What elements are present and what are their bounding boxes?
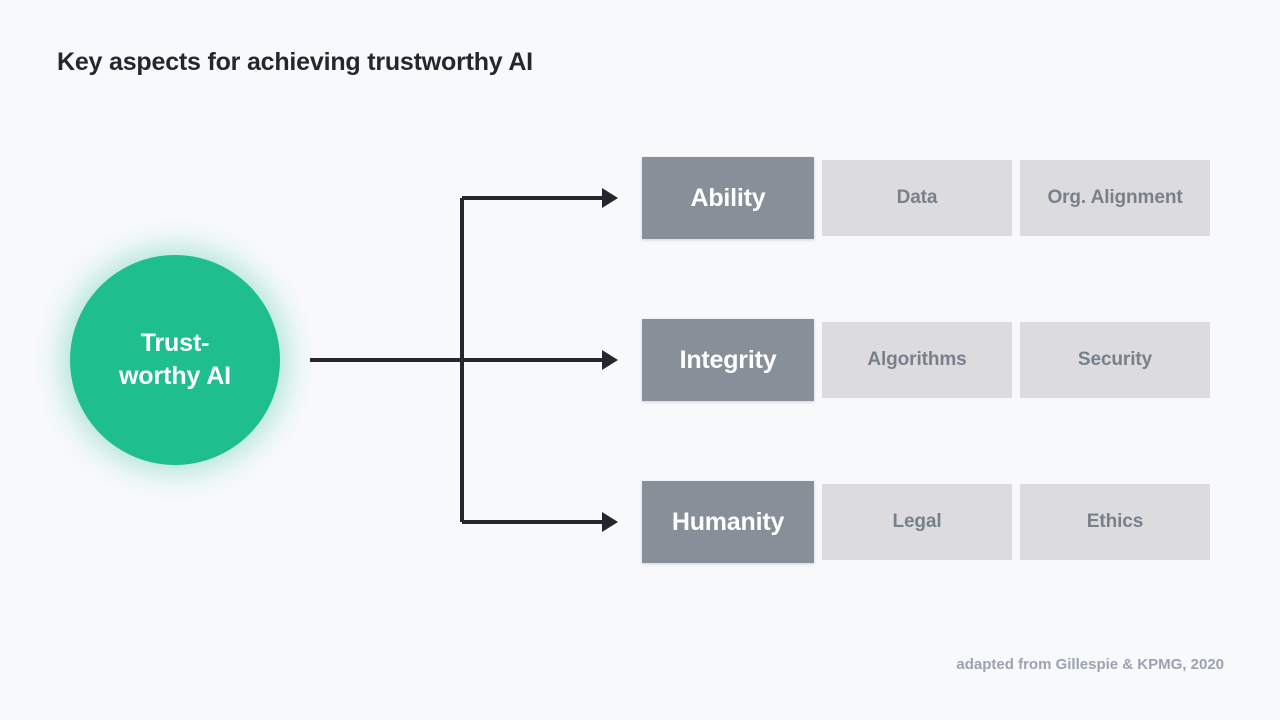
secondary-box-label: Ethics — [1086, 511, 1144, 532]
secondary-box-data[interactable]: Data — [822, 160, 1012, 236]
aspect-row-integrity: Integrity Algorithms Security — [642, 319, 1210, 401]
primary-box-label: Integrity — [679, 345, 777, 374]
arrowhead-middle — [602, 350, 618, 370]
secondary-box-legal[interactable]: Legal — [822, 484, 1012, 560]
primary-box-humanity[interactable]: Humanity — [642, 481, 814, 563]
primary-box-ability[interactable]: Ability — [642, 157, 814, 239]
arrowhead-top — [602, 188, 618, 208]
secondary-box-label: Org. Alignment — [1047, 187, 1183, 208]
primary-box-integrity[interactable]: Integrity — [642, 319, 814, 401]
secondary-box-ethics[interactable]: Ethics — [1020, 484, 1210, 560]
secondary-box-security[interactable]: Security — [1020, 322, 1210, 398]
secondary-box-org-alignment[interactable]: Org. Alignment — [1020, 160, 1210, 236]
aspect-row-ability: Ability Data Org. Alignment — [642, 157, 1210, 239]
aspect-row-humanity: Humanity Legal Ethics — [642, 481, 1210, 563]
trustworthy-ai-hub: Trust- worthy AI — [70, 255, 280, 465]
secondary-box-label: Legal — [892, 511, 942, 532]
secondary-box-algorithms[interactable]: Algorithms — [822, 322, 1012, 398]
primary-box-label: Ability — [690, 183, 766, 212]
primary-box-label: Humanity — [671, 507, 785, 536]
arrowhead-bottom — [602, 512, 618, 532]
branching-arrows-connector — [310, 188, 618, 532]
page-title: Key aspects for achieving trustworthy AI — [57, 48, 533, 76]
source-credit: adapted from Gillespie & KPMG, 2020 — [956, 656, 1224, 673]
secondary-box-label: Security — [1077, 349, 1153, 370]
secondary-box-label: Algorithms — [867, 349, 967, 370]
secondary-box-label: Data — [896, 187, 938, 208]
hub-label: Trust- worthy AI — [118, 328, 232, 390]
